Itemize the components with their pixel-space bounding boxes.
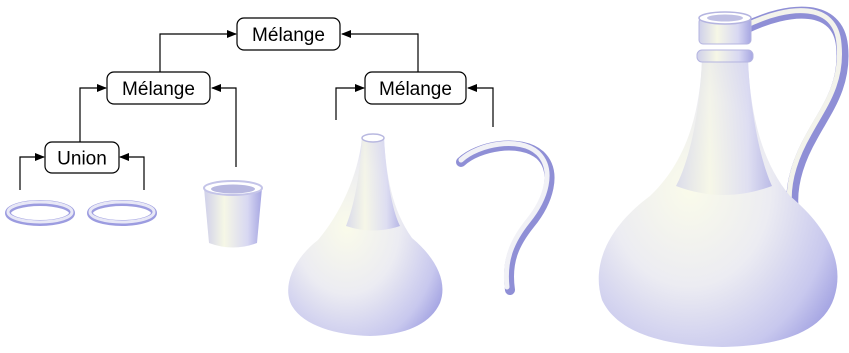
node-union: Union (44, 141, 120, 174)
tree-edges (19, 30, 494, 190)
node-left-blend-label: Mélange (122, 79, 195, 100)
edge-ring2-to-union (119, 153, 145, 190)
node-left-blend: Mélange (106, 71, 211, 105)
edge-vase-to-right (335, 84, 365, 120)
handle-primitive (456, 140, 555, 295)
jug-result (598, 6, 849, 347)
ring-primitive-1 (5, 200, 75, 226)
edge-handle-to-right (467, 84, 494, 127)
edge-left-to-root (159, 30, 237, 88)
edge-cup-to-left (211, 84, 237, 167)
cup-primitive (203, 180, 263, 248)
node-right-blend-label: Mélange (379, 79, 452, 100)
edge-ring1-to-union (19, 153, 45, 190)
edge-union-to-left (79, 84, 107, 143)
node-root-label: Mélange (252, 25, 325, 46)
node-union-label: Union (57, 149, 107, 170)
node-right-blend: Mélange (364, 71, 467, 105)
vase-primitive (288, 133, 443, 336)
ring-primitive-2 (87, 200, 157, 226)
edge-right-to-root (341, 30, 419, 76)
node-root: Mélange (236, 17, 341, 51)
